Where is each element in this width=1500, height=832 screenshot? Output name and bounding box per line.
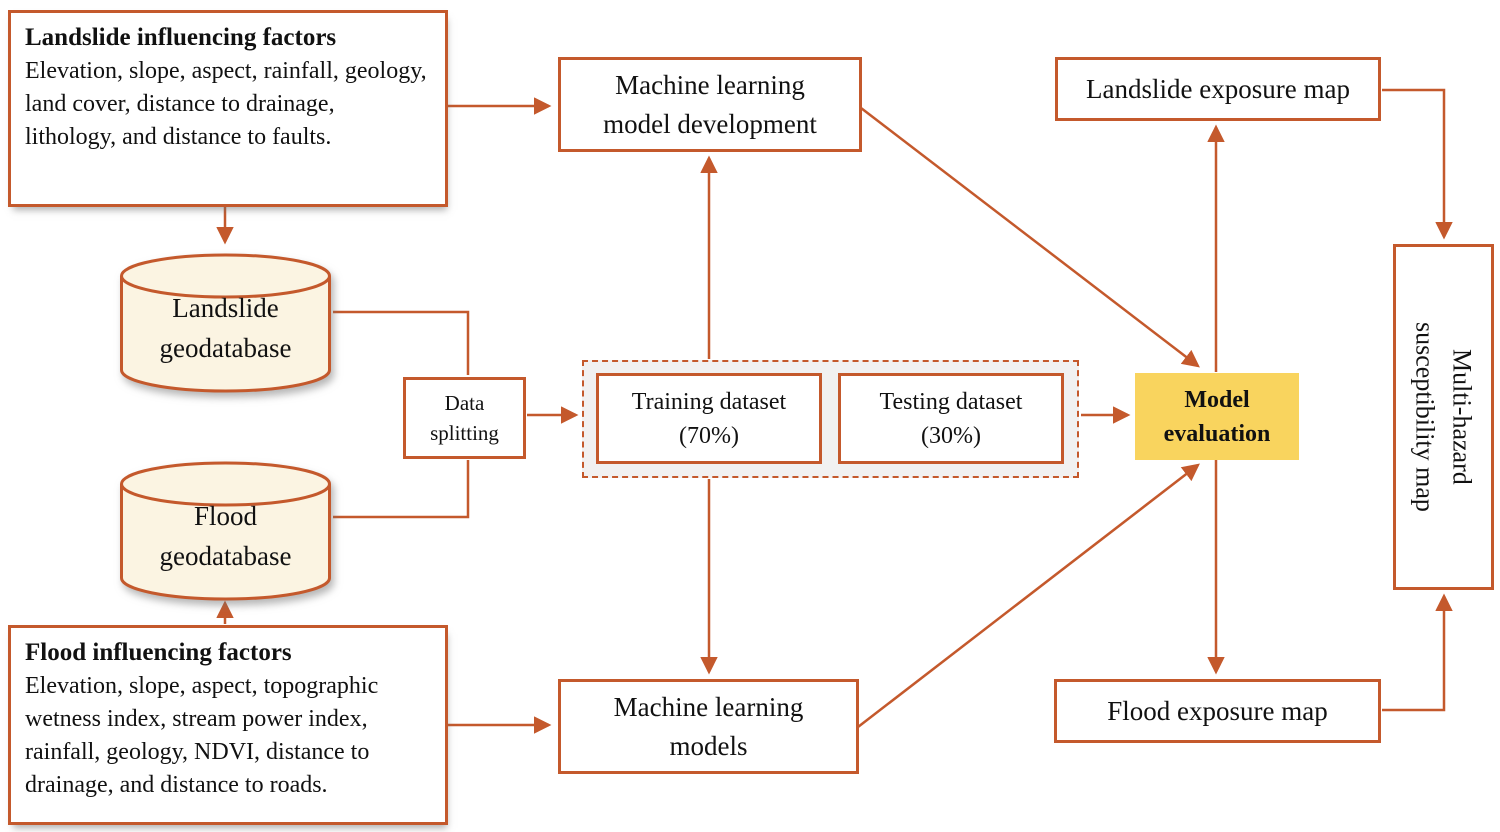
flood-geodatabase-label: Flood geodatabase	[118, 496, 333, 576]
training-dataset-box: Training dataset (70%)	[596, 373, 822, 464]
testing-dataset-line2: (30%)	[921, 422, 981, 449]
ml-models-line2: models	[669, 730, 748, 761]
landslide-geodatabase-line2: geodatabase	[159, 333, 292, 363]
flood-exposure-map-box: Flood exposure map	[1054, 679, 1381, 743]
landslide-influencing-factors-box: Landslide influencing factors Elevation,…	[8, 10, 448, 207]
landslide-factors-body: Elevation, slope, aspect, rainfall, geol…	[25, 58, 427, 150]
arrow-flood-exposure-to-multihazard	[1382, 593, 1453, 712]
data-splitting-line1: Data	[444, 391, 485, 415]
flood-exposure-label: Flood exposure map	[1107, 695, 1328, 726]
flood-influencing-factors-box: Flood influencing factors Elevation, slo…	[8, 625, 448, 825]
training-dataset-line2: (70%)	[679, 422, 739, 449]
landslide-factors-title: Landslide influencing factors	[25, 24, 337, 51]
line-landslide-db-to-data-splitting	[333, 310, 470, 375]
database-cylinder-icon	[120, 461, 331, 601]
flood-geodatabase-line1: Flood	[193, 501, 258, 531]
ml-models-line1: Machine learning	[613, 691, 804, 722]
landslide-geodatabase-line1: Landslide	[172, 293, 279, 323]
testing-dataset-box: Testing dataset (30%)	[838, 373, 1064, 464]
data-splitting-line2: splitting	[430, 421, 499, 445]
ml-model-development-box: Machine learning model development	[558, 57, 862, 152]
database-cylinder-icon	[120, 253, 331, 393]
multi-hazard-line1: Multi-hazard	[1447, 349, 1477, 485]
model-evaluation-box: Model evaluation	[1135, 373, 1299, 460]
multi-hazard-label: Multi-hazard susceptibility map	[1407, 322, 1481, 512]
arrow-landslide-exposure-to-multihazard	[1382, 88, 1453, 240]
ml-development-line1: Machine learning	[615, 69, 805, 100]
multi-hazard-susceptibility-map-box: Multi-hazard susceptibility map	[1393, 244, 1494, 590]
model-evaluation-line2: evaluation	[1163, 420, 1271, 447]
flood-factors-body: Elevation, slope, aspect, topographic we…	[25, 673, 379, 798]
model-evaluation-line1: Model	[1184, 386, 1250, 413]
ml-models-box: Machine learning models	[558, 679, 859, 774]
landslide-geodatabase-cylinder: Landslide geodatabase	[118, 250, 333, 394]
arrow-ml-dev-to-model-eval	[860, 107, 1200, 368]
testing-dataset-line1: Testing dataset	[879, 388, 1023, 415]
line-flood-db-to-data-splitting	[333, 460, 470, 519]
data-splitting-box: Data splitting	[403, 377, 526, 459]
training-dataset-line1: Training dataset	[631, 388, 787, 415]
flood-geodatabase-line2: geodatabase	[159, 541, 292, 571]
flood-factors-title: Flood influencing factors	[25, 639, 292, 666]
flood-geodatabase-cylinder: Flood geodatabase	[118, 458, 333, 602]
arrow-ml-models-to-model-eval	[857, 463, 1200, 728]
landslide-exposure-label: Landslide exposure map	[1086, 73, 1350, 104]
landslide-exposure-map-box: Landslide exposure map	[1055, 57, 1381, 121]
landslide-geodatabase-label: Landslide geodatabase	[118, 288, 333, 368]
multi-hazard-line2: susceptibility map	[1410, 322, 1440, 512]
ml-development-line2: model development	[603, 108, 817, 139]
